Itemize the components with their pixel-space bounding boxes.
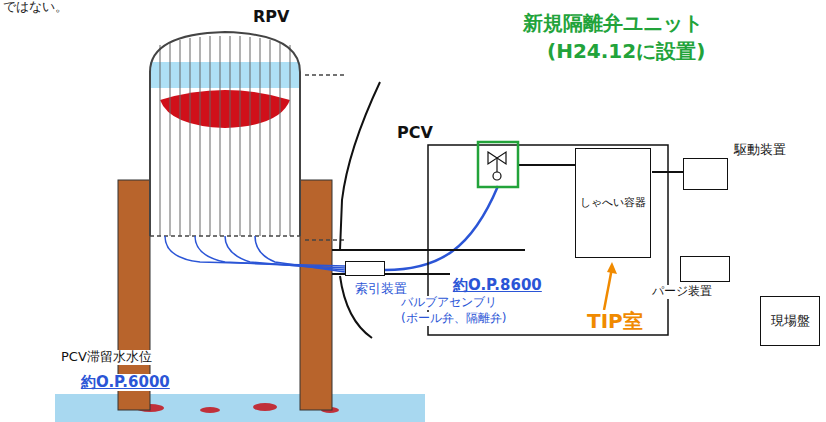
callout-title: (H24.12に設置) [546,40,706,63]
tube [240,36,241,236]
room-name: TIP室 [586,310,644,333]
tube [200,37,201,236]
tube [190,38,191,236]
rpv-vessel [150,32,300,236]
shield-container: しゃへい容器 [575,148,651,258]
local-panel: 現場盤 [760,296,820,346]
tube [220,36,221,236]
level-mark [305,239,345,241]
pool-water [55,394,425,422]
pedestal [300,180,332,410]
node-label: 駆動装置 [733,143,787,158]
node-label: しゃへい容器 [580,197,646,210]
vessel-name: RPV [252,8,290,26]
node-label: パージ装置 [651,285,713,299]
tube [260,38,261,236]
elevation: 約O.P.8600 [452,277,543,294]
drive-unit: 駆動装置 [683,158,728,190]
cable [518,164,575,166]
node-label: 現場盤 [771,314,810,329]
tube [250,37,251,236]
elevation: 約O.P.6000 [80,374,171,391]
callout-title: 新規隔離弁ユニット [522,12,704,35]
level-mark [305,74,345,76]
rpv-water [150,62,300,88]
tube [180,40,181,236]
debris [253,403,277,411]
tube [270,40,271,236]
cut-off-text: ではない。 [2,0,69,15]
tube [280,42,281,236]
part-name: バルブアセンブリ [400,296,498,310]
guide-tube [385,186,498,270]
node-label: 索引装置 [354,282,408,297]
tube [210,36,211,236]
pcv-wall [340,82,380,250]
instrument-tubes [160,36,290,236]
guide-tube [255,236,345,272]
indexer: 索引装置 [345,261,385,276]
valve-unit-frame [478,142,518,187]
tube [160,45,161,236]
debris [200,407,220,413]
vessel-name: PCV [396,124,434,142]
water-level-label: PCV滞留水水位 [60,350,153,365]
valve-stem [496,158,497,172]
tube [230,36,231,236]
arrowhead [607,262,617,274]
pointer-arrow [604,268,612,310]
purge-unit: パージ装置 [680,256,730,282]
guide-tube [225,236,345,270]
tube [290,45,291,236]
tube [170,42,171,236]
valve-symbol [493,172,501,180]
tip-guide-tubes [165,186,498,272]
part-name: (ボール弁、隔離弁) [400,312,507,326]
cable [652,171,683,173]
